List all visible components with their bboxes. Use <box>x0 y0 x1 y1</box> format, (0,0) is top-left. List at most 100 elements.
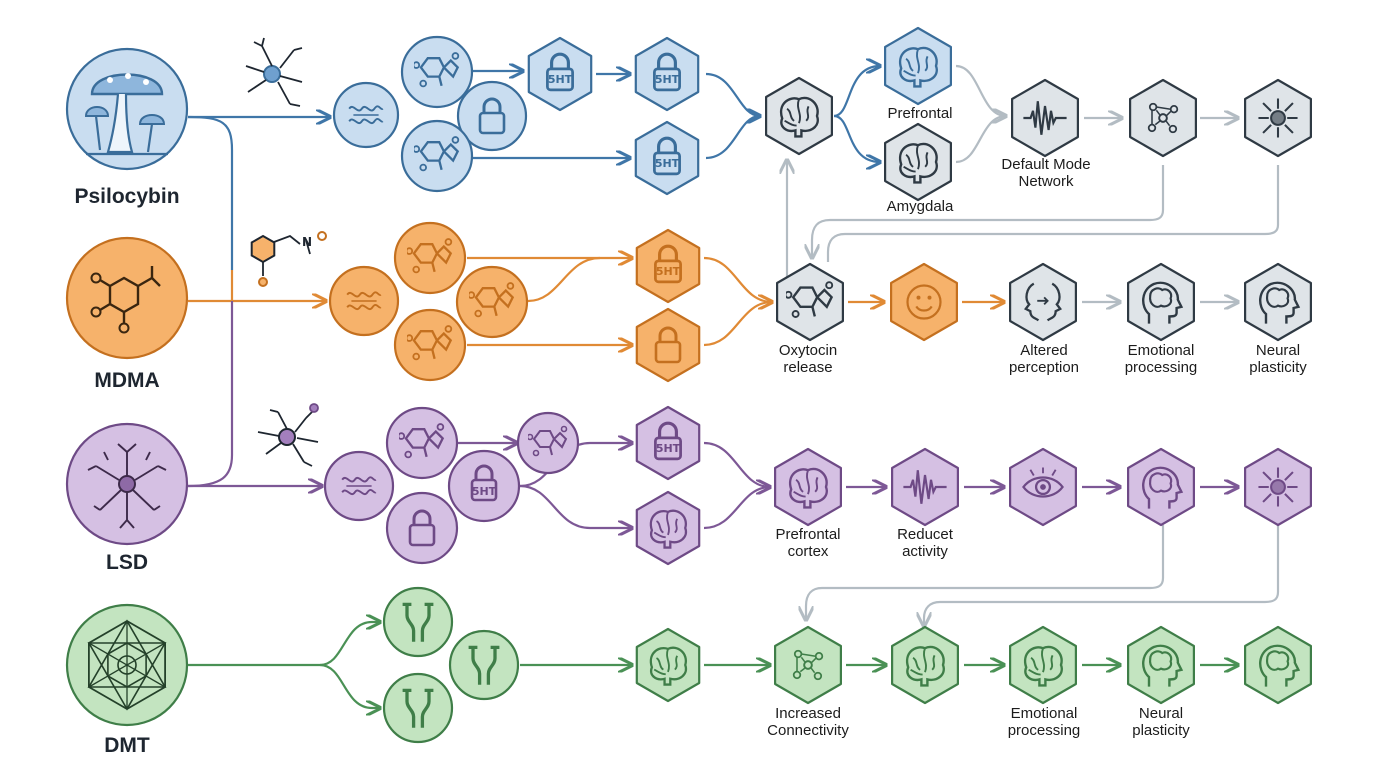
mdma-structure-icon <box>250 234 276 264</box>
neuron-sketch-icon <box>278 428 296 446</box>
psilocybin-5ht-receptor <box>634 120 700 196</box>
mushroom-small-cap <box>138 114 166 125</box>
neuron-sketch-dendrites <box>257 409 319 467</box>
lsd-5ht-node <box>447 449 521 523</box>
connector-arrow <box>703 441 770 487</box>
label-emotional-1: Emotional <box>1127 342 1195 359</box>
psilocybin-lock-node <box>456 80 528 152</box>
mushroom-spot <box>143 79 149 85</box>
neuron-sketch-dendrites <box>245 37 303 107</box>
receptor-label: 5HT <box>656 265 681 278</box>
dmt-receptor-node <box>448 629 520 701</box>
connector-arrow <box>187 115 234 270</box>
mdma-structure-bonds <box>262 234 311 276</box>
connector-arrow <box>319 663 380 708</box>
label-increased-2: Connectivity <box>767 722 849 739</box>
neuron-sketch-icon <box>263 65 281 83</box>
label-oxytocin-1: Oxytocin <box>778 342 838 359</box>
connector-arrow <box>705 114 761 160</box>
mdma-structure-atom <box>258 277 268 287</box>
receptor-label: 5HT <box>656 442 681 455</box>
altered-perception-node <box>1008 262 1078 342</box>
label-dmt-emotional-2: processing <box>1007 722 1081 739</box>
mushroom-spot <box>107 77 113 83</box>
label-altered-2: perception <box>1008 359 1080 376</box>
label-dmt-neural-1: Neural <box>1138 705 1184 722</box>
connector-arrow <box>955 64 1006 116</box>
label-emotional-2: processing <box>1124 359 1198 376</box>
receptor-label: 5HT <box>472 485 497 498</box>
label-prefrontal-cortex-1: Prefrontal <box>775 526 841 543</box>
lsd-lock-node <box>385 491 459 565</box>
label-neural-2: plasticity <box>1249 359 1307 376</box>
dmt-receptor-node <box>382 672 454 744</box>
radiate-icon <box>1257 97 1299 139</box>
receptor-label: 5HT <box>655 73 680 86</box>
connector-arrow <box>806 525 1165 620</box>
mdma-structure-n: N <box>302 235 312 249</box>
mood-node <box>889 262 959 342</box>
dmt-receptor-node <box>382 586 454 658</box>
mushroom-spot <box>125 73 131 79</box>
molecule-atom <box>90 272 102 284</box>
mdma-5ht-receptor <box>635 228 701 304</box>
emotional-processing-node <box>1126 262 1196 342</box>
label-reducet-1: Reducet <box>897 526 953 543</box>
molecule-atom <box>90 306 102 318</box>
mdma-receptor-node <box>635 307 701 383</box>
connector-arrow <box>833 114 880 162</box>
mushroom-small-cap <box>84 106 110 117</box>
dmt-final-node <box>1243 625 1313 705</box>
drug-label-mdma: MDMA <box>94 369 160 392</box>
radiate-icon <box>1257 466 1299 508</box>
connector-arrow <box>833 66 880 118</box>
connector-arrow <box>703 300 773 347</box>
label-dmn-1: Default Mode <box>1001 156 1091 173</box>
neuron-icon <box>118 475 136 493</box>
connector-arrow <box>826 165 1280 262</box>
network-node <box>1128 78 1198 158</box>
mdma-molecule-node <box>393 308 467 382</box>
drug-label-lsd: LSD <box>106 551 148 574</box>
connector-arrow <box>527 258 632 303</box>
default-mode-network-node <box>1010 78 1080 158</box>
mdma-molecule-node <box>455 265 529 339</box>
neuron-sketch-terminal <box>309 403 319 413</box>
drug-label-psilocybin: Psilocybin <box>74 185 180 208</box>
drug-label-dmt: DMT <box>104 734 150 757</box>
mdma-molecule-node <box>393 221 467 295</box>
label-altered-1: Altered <box>1020 342 1068 359</box>
connector-arrow <box>705 72 760 116</box>
connector-arrow <box>187 301 234 488</box>
label-dmn-2: Network <box>1018 173 1074 190</box>
lsd-head-node <box>1126 447 1196 527</box>
label-dmt-emotional-1: Emotional <box>1010 705 1078 722</box>
psilocybin-molecule-node <box>400 35 474 109</box>
psilocybin-molecule-node <box>400 119 474 193</box>
receptor-label: 5HT <box>655 157 680 170</box>
sacred-geometry-spokes <box>88 621 166 709</box>
connector-arrow <box>955 114 1007 164</box>
mdma-structure-atom <box>317 231 327 241</box>
connector-arrow <box>703 256 772 302</box>
lsd-molecule-node <box>516 411 580 475</box>
label-dmt-neural-2: plasticity <box>1132 722 1190 739</box>
mushroom-ground <box>86 115 168 156</box>
mushroom-stem <box>106 93 134 154</box>
increased-connectivity-node <box>773 625 843 705</box>
psilocybin-5ht-receptor <box>527 36 593 112</box>
label-neural-1: Neural <box>1255 342 1301 359</box>
neural-plasticity-node <box>1243 262 1313 342</box>
mdma-node <box>65 236 189 360</box>
receptor-label: 5HT <box>548 73 573 86</box>
label-amygdala: Amygdala <box>886 198 954 215</box>
connector-arrow <box>703 485 771 530</box>
label-oxytocin-2: release <box>783 359 833 376</box>
psilocybin-5ht-receptor <box>634 36 700 112</box>
connector-arrow <box>319 622 380 667</box>
connector-arrow <box>924 525 1280 626</box>
neuron-dendrites <box>87 443 167 529</box>
label-reducet-2: activity <box>902 543 948 560</box>
sacred-geometry-center <box>117 655 137 675</box>
